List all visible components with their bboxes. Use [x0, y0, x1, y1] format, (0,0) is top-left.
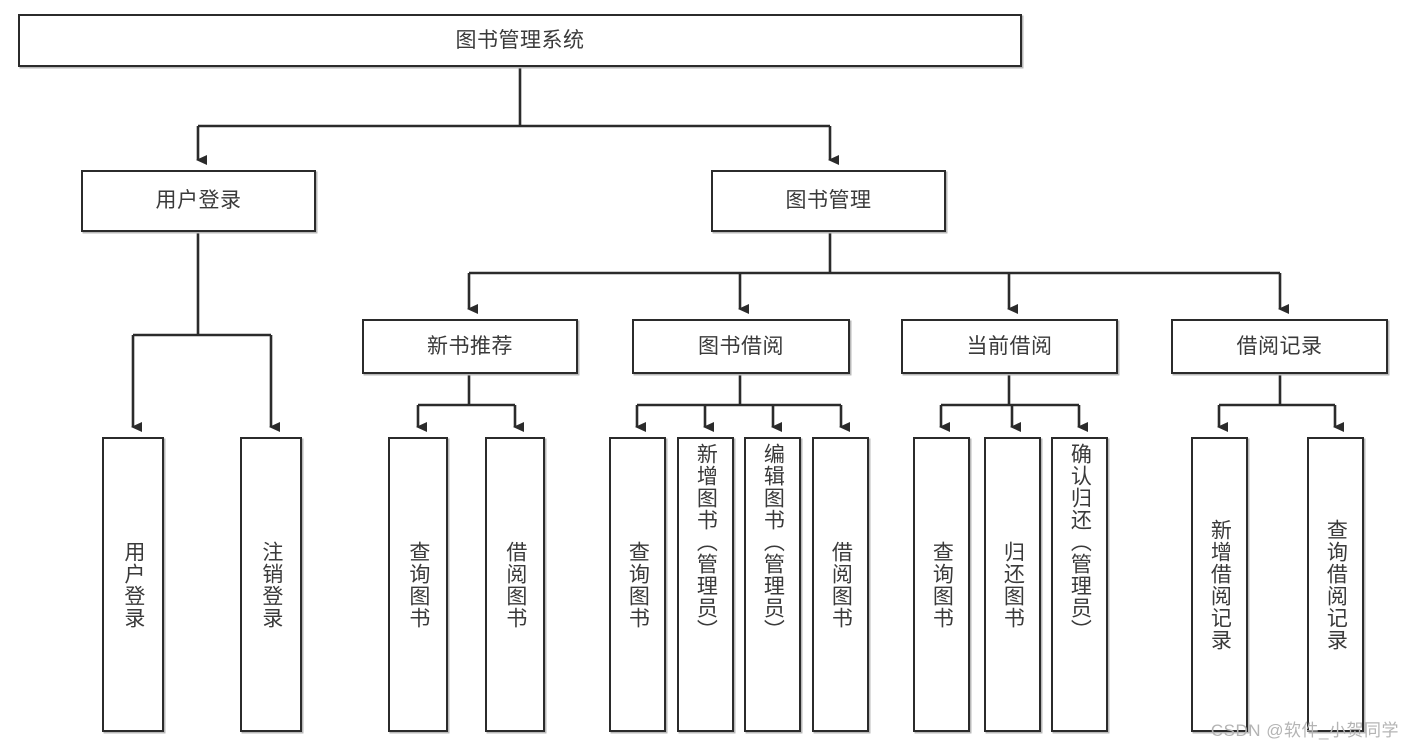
node-book-borrow-label: 图书借阅 [698, 334, 784, 358]
node-book-borrow[interactable]: 图书借阅 [632, 319, 850, 374]
watermark-text: CSDN @软件_小贺同学 [1210, 721, 1399, 740]
node-leaf-return-book[interactable]: 归还图书 [984, 437, 1041, 732]
node-leaf-query-book-1-label: 查询图书 [406, 540, 430, 629]
node-leaf-user-login[interactable]: 用户登录 [102, 437, 164, 732]
node-borrow-record-label: 借阅记录 [1236, 334, 1323, 358]
node-leaf-query-borrow-record[interactable]: 查询借阅记录 [1307, 437, 1364, 732]
node-leaf-query-book-2-label: 查询图书 [626, 540, 650, 629]
node-leaf-borrow-book-2-label: 借阅图书 [829, 540, 853, 629]
node-leaf-add-book-admin-label: 新增图书（管理员） [694, 443, 718, 641]
node-leaf-user-login-label: 用户登录 [121, 540, 145, 629]
node-leaf-query-book-2[interactable]: 查询图书 [609, 437, 666, 732]
node-leaf-query-book-1[interactable]: 查询图书 [388, 437, 448, 732]
node-leaf-edit-book-admin-label: 编辑图书（管理员） [761, 443, 785, 641]
node-leaf-confirm-return-admin-label: 确认归还（管理员） [1068, 443, 1092, 641]
node-current-borrow[interactable]: 当前借阅 [901, 319, 1118, 374]
node-leaf-add-book-admin[interactable]: 新增图书（管理员） [677, 437, 734, 732]
node-book-management-label: 图书管理 [785, 189, 872, 213]
node-leaf-confirm-return-admin[interactable]: 确认归还（管理员） [1051, 437, 1108, 732]
node-current-borrow-label: 当前借阅 [966, 334, 1053, 358]
node-user-login[interactable]: 用户登录 [81, 170, 316, 232]
node-leaf-return-book-label: 归还图书 [1001, 540, 1025, 629]
node-user-login-label: 用户登录 [155, 189, 242, 213]
node-new-book-recommend-label: 新书推荐 [427, 334, 513, 358]
node-leaf-query-book-3-label: 查询图书 [930, 540, 954, 629]
node-leaf-query-book-3[interactable]: 查询图书 [913, 437, 970, 732]
node-root-label: 图书管理系统 [455, 28, 585, 52]
node-leaf-add-borrow-record-label: 新增借阅记录 [1208, 518, 1232, 651]
node-leaf-borrow-book-1-label: 借阅图书 [503, 540, 527, 629]
node-book-management[interactable]: 图书管理 [711, 170, 946, 232]
node-leaf-add-borrow-record[interactable]: 新增借阅记录 [1191, 437, 1248, 732]
node-leaf-logout-login-label: 注销登录 [259, 540, 283, 629]
node-new-book-recommend[interactable]: 新书推荐 [362, 319, 578, 374]
node-leaf-query-borrow-record-label: 查询借阅记录 [1324, 518, 1348, 651]
node-root[interactable]: 图书管理系统 [18, 14, 1022, 67]
node-leaf-logout-login[interactable]: 注销登录 [240, 437, 302, 732]
node-borrow-record[interactable]: 借阅记录 [1171, 319, 1388, 374]
node-leaf-borrow-book-1[interactable]: 借阅图书 [485, 437, 545, 732]
node-leaf-borrow-book-2[interactable]: 借阅图书 [812, 437, 869, 732]
node-leaf-edit-book-admin[interactable]: 编辑图书（管理员） [744, 437, 801, 732]
